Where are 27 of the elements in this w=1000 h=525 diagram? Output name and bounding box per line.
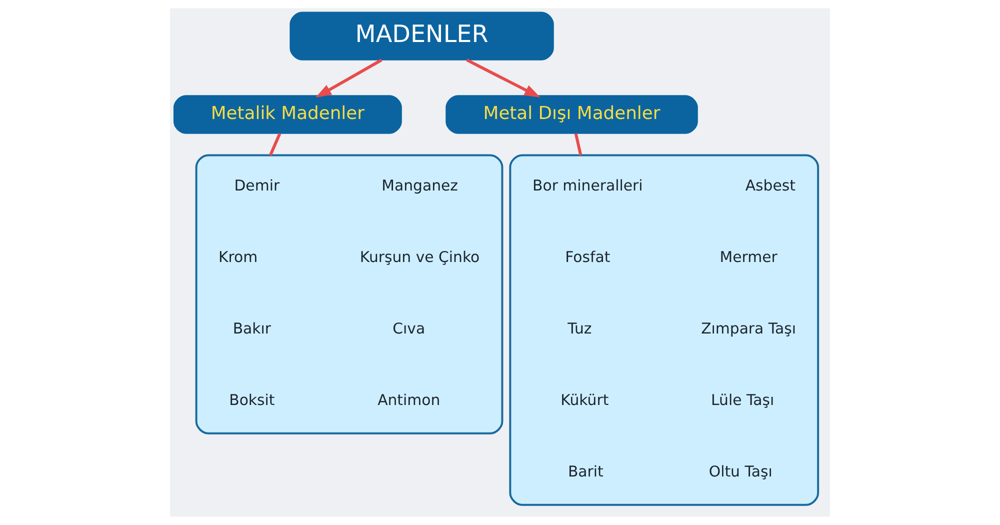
node-text: Cıva bbox=[392, 320, 426, 338]
node-text: Manganez bbox=[382, 176, 458, 194]
arrow bbox=[315, 58, 382, 98]
cluster bbox=[195, 154, 504, 434]
node-text: Demir bbox=[234, 176, 280, 194]
arrow bbox=[466, 58, 540, 98]
node-box: Metal Dışı Madenler bbox=[446, 95, 698, 134]
node-text: Boksit bbox=[229, 391, 275, 410]
node-text: Barit bbox=[568, 462, 604, 481]
node-text: Krom bbox=[218, 248, 258, 266]
node-text: Tuz bbox=[568, 320, 592, 338]
node-text: Bakır bbox=[232, 320, 272, 338]
node-text: Zımpara Taşı bbox=[701, 320, 796, 338]
node-text: Kurşun ve Çinko bbox=[360, 248, 480, 266]
node-text: Fosfat bbox=[565, 248, 610, 266]
node-text: Antimon bbox=[378, 391, 440, 410]
node-text: Bor mineralleri bbox=[532, 176, 643, 194]
connector bbox=[574, 133, 582, 156]
node-text: Oltu Taşı bbox=[708, 462, 772, 481]
connector bbox=[268, 133, 282, 156]
node-text: Kükürt bbox=[560, 391, 609, 410]
node-box: MADENLER bbox=[290, 12, 554, 60]
cluster bbox=[509, 154, 820, 506]
node-text: Mermer bbox=[720, 248, 778, 266]
node-text: Asbest bbox=[745, 176, 796, 194]
node-box: Metalik Madenler bbox=[173, 95, 402, 134]
node-text: Lüle Taşı bbox=[711, 391, 774, 410]
